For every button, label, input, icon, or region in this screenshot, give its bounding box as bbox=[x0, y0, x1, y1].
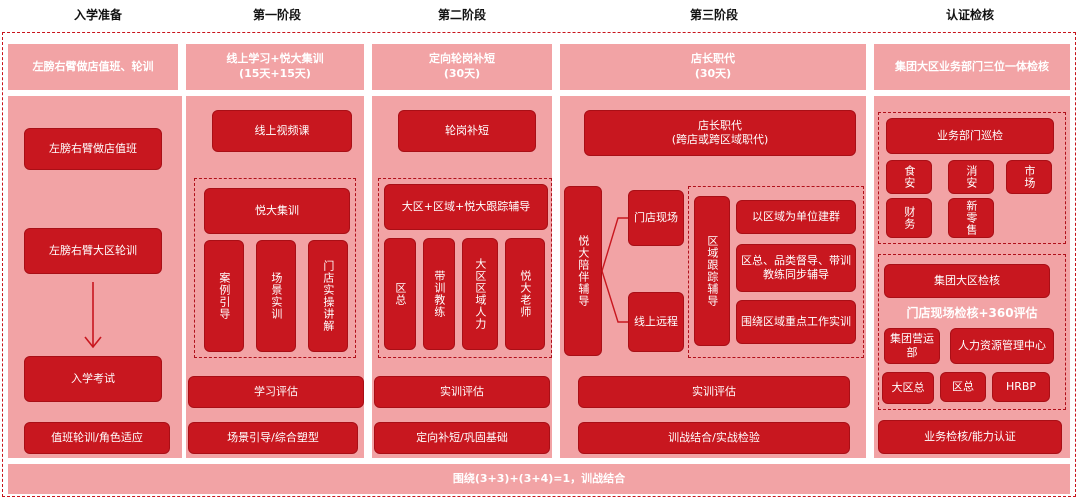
district-head-box: 区总 bbox=[384, 238, 416, 350]
key-work-box: 围绕区域重点工作实训 bbox=[736, 300, 856, 344]
online-video-box: 线上视频课 bbox=[212, 110, 352, 152]
col4-header-line1: 店长职代 bbox=[691, 52, 735, 65]
tracking-guide-box: 大区+区域+悦大跟踪辅导 bbox=[384, 184, 548, 230]
header-stage-2: 第二阶段 bbox=[437, 8, 486, 22]
store-duty-box: 左膀右臂做店值班 bbox=[24, 128, 162, 170]
col5-header-band bbox=[874, 44, 1070, 90]
col4-header-line2: (30天) bbox=[694, 67, 732, 80]
entrance-exam-box: 入学考试 bbox=[24, 356, 162, 402]
practice-eval-box-col4: 实训评估 bbox=[578, 376, 850, 408]
fire-safety-box: 消安 bbox=[948, 160, 994, 194]
case-guide-box: 案例引导 bbox=[204, 240, 244, 352]
col2-header-line1: 线上学习+悦大集训 bbox=[226, 52, 324, 65]
col3-dashed-group bbox=[378, 178, 552, 358]
companion-guide-box: 悦大陪伴辅导 bbox=[564, 186, 602, 356]
sync-guidance-box: 区总、品类督导、带训教练同步辅导 bbox=[736, 244, 856, 292]
col1-footer-box: 值班轮训/角色适应 bbox=[24, 422, 170, 454]
col1-header-band bbox=[8, 44, 178, 90]
header-stage-3: 第三阶段 bbox=[689, 8, 738, 22]
col5-header-text: 集团大区业务部门三位一体检核 bbox=[895, 60, 1049, 73]
hrbp-box: HRBP bbox=[992, 372, 1050, 402]
col4-footer-box: 训战结合/实战检验 bbox=[578, 422, 850, 454]
hr-box: 大区区域人力 bbox=[462, 238, 498, 350]
diagram-outer-frame bbox=[2, 32, 1076, 497]
col5-footer-box: 业务检核/能力认证 bbox=[878, 420, 1062, 454]
group-ops-box: 集团营运部 bbox=[884, 328, 940, 364]
region-group-box: 以区域为单位建群 bbox=[736, 200, 856, 234]
col3-header-line1: 定向轮岗补短 bbox=[429, 52, 495, 65]
scenario-training-box: 场景实训 bbox=[256, 240, 296, 352]
col4-dashed-group bbox=[688, 186, 864, 358]
store-practice-box: 门店实操讲解 bbox=[308, 240, 348, 352]
bottom-summary-text: 围绕(3+3)+(3+4)=1，训战结合 bbox=[452, 472, 626, 485]
practice-eval-box-col3: 实训评估 bbox=[374, 376, 550, 408]
hr-center-box: 人力资源管理中心 bbox=[950, 328, 1054, 364]
header-stage-1: 第一阶段 bbox=[252, 8, 301, 22]
acting-manager-line1: 店长职代 bbox=[698, 119, 742, 133]
col2-footer-box: 场景引导/综合塑型 bbox=[188, 422, 358, 454]
patrol-dashed-group bbox=[878, 112, 1066, 244]
learning-eval-box: 学习评估 bbox=[188, 376, 364, 408]
new-retail-box: 新零售 bbox=[948, 198, 994, 238]
col4-header-band bbox=[560, 44, 866, 90]
acting-manager-line2: (跨店或跨区域职代) bbox=[671, 133, 769, 146]
store-onsite-box: 门店现场 bbox=[628, 190, 684, 246]
header-certification: 认证检核 bbox=[945, 8, 994, 22]
food-safety-box: 食安 bbox=[886, 160, 932, 194]
business-patrol-box: 业务部门巡检 bbox=[886, 118, 1054, 154]
onsite-360-subtitle: 门店现场检核+360评估 bbox=[906, 306, 1038, 320]
col3-header-band bbox=[372, 44, 552, 90]
teacher-box: 悦大老师 bbox=[505, 238, 545, 350]
market-box: 市场 bbox=[1006, 160, 1052, 194]
header-prep: 入学准备 bbox=[73, 8, 122, 22]
rotation-box: 轮岗补短 bbox=[398, 110, 536, 152]
bottom-summary-bar bbox=[8, 464, 1070, 494]
coach-box: 带训教练 bbox=[423, 238, 455, 350]
finance-box: 财务 bbox=[886, 198, 932, 238]
col3-footer-box: 定向补短/巩固基础 bbox=[374, 422, 550, 454]
regional-tracking-box: 区域跟踪辅导 bbox=[694, 196, 730, 346]
acting-manager-box: 店长职代 (跨店或跨区域职代) bbox=[584, 110, 856, 156]
group-check-dashed-group bbox=[878, 254, 1066, 410]
col2-header-line2: (15天+15天) bbox=[239, 67, 311, 80]
online-remote-box: 线上远程 bbox=[628, 292, 684, 352]
group-check-box: 集团大区检核 bbox=[884, 264, 1050, 298]
region-rotation-box: 左膀右臂大区轮训 bbox=[24, 228, 162, 274]
col3-header-line2: (30天) bbox=[443, 67, 481, 80]
region-head-box: 大区总 bbox=[882, 372, 934, 404]
col2-header-band bbox=[186, 44, 364, 90]
col1-header-text: 左膀右臂做店值班、轮训 bbox=[32, 60, 154, 73]
group-training-box: 悦大集训 bbox=[204, 188, 350, 234]
col2-dashed-group bbox=[194, 178, 356, 358]
district-box: 区总 bbox=[940, 372, 986, 402]
